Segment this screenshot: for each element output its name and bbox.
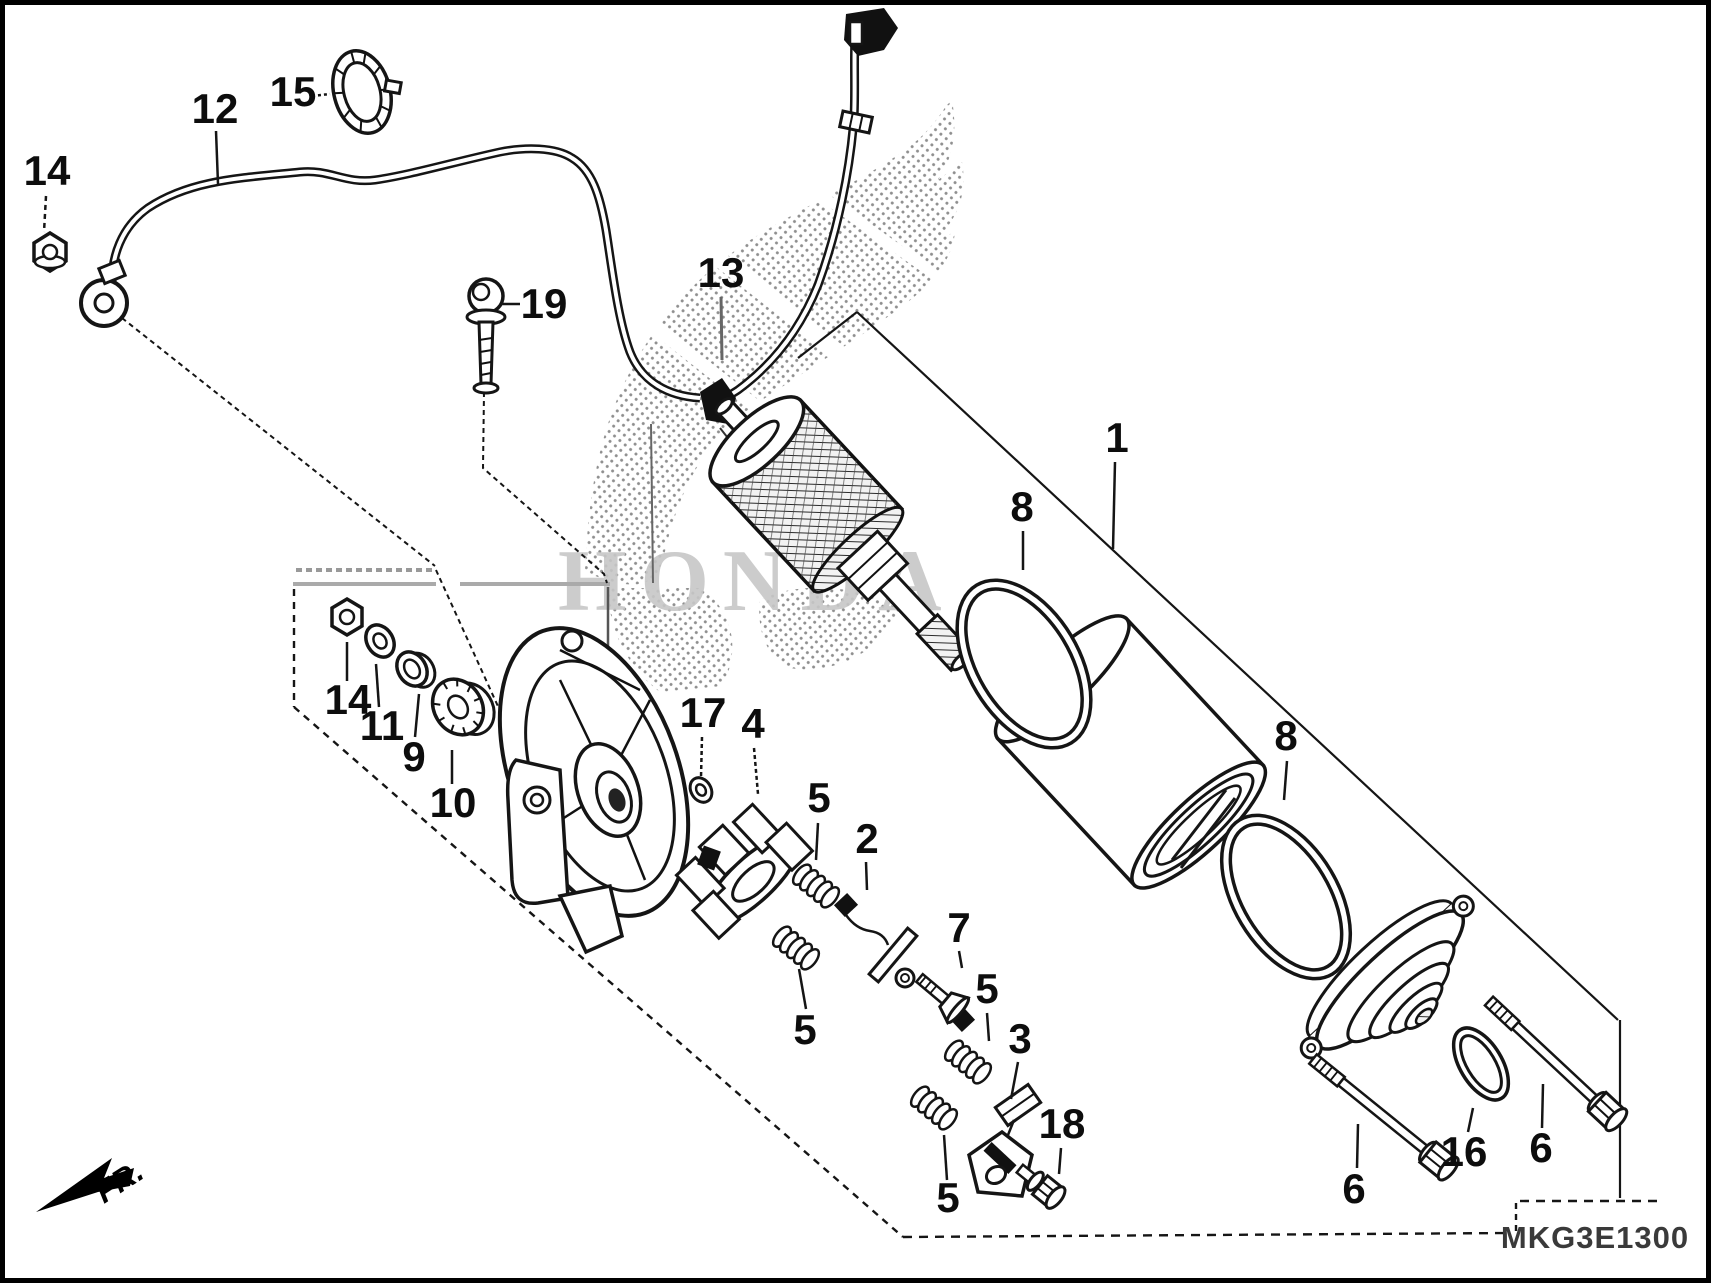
callout-5: 5 — [936, 1174, 959, 1221]
o-ring-small — [1451, 1026, 1511, 1102]
callout-19: 19 — [521, 280, 568, 327]
cable-holder — [967, 1082, 1043, 1198]
callout-15: 15 — [270, 68, 317, 115]
callout-leader-lines — [42, 92, 1545, 1181]
brush-spring — [771, 925, 821, 971]
diagram-code: MKG3E1300 — [1501, 1220, 1689, 1255]
terminal-bolt — [465, 277, 507, 395]
terminal-nut-lower — [330, 596, 364, 638]
coupler — [430, 677, 496, 737]
callout-4: 4 — [741, 700, 765, 747]
callout-18: 18 — [1039, 1100, 1086, 1147]
brush-spring — [943, 1039, 993, 1085]
brush-spring — [791, 863, 841, 909]
fr-arrow-icon — [36, 1158, 134, 1212]
callout-5: 5 — [793, 1006, 816, 1053]
callout-labels: 14 12 15 19 13 1 8 8 17 4 5 2 7 5 5 3 5 … — [24, 68, 1553, 1221]
flat-screw — [914, 972, 971, 1026]
bushing — [395, 650, 437, 689]
small-bolt — [1014, 1162, 1067, 1210]
cable-clamp — [331, 49, 403, 135]
cable-band — [837, 109, 875, 135]
through-bolt — [1307, 1052, 1460, 1182]
callout-9: 9 — [402, 733, 425, 780]
washer — [364, 623, 396, 659]
callout-2: 2 — [855, 815, 878, 862]
callout-14: 14 — [325, 676, 372, 723]
rear-end-cover — [1299, 894, 1475, 1060]
through-bolt — [1483, 994, 1629, 1133]
callout-1: 1 — [1105, 414, 1128, 461]
front-direction-indicator: FR. — [36, 1153, 150, 1212]
callout-11: 11 — [360, 702, 404, 749]
leader-lines — [121, 311, 1662, 1239]
callout-5: 5 — [807, 774, 830, 821]
callout-16: 16 — [1441, 1128, 1488, 1175]
callout-10: 10 — [430, 779, 477, 826]
callout-6: 6 — [1342, 1165, 1365, 1212]
callout-5: 5 — [975, 965, 998, 1012]
small-nut — [688, 776, 714, 804]
terminal-nut-top — [32, 230, 68, 274]
armature — [708, 395, 974, 673]
callout-17: 17 — [680, 689, 727, 736]
front-end-cover — [497, 626, 691, 955]
battery-cable — [79, 144, 701, 403]
callout-3: 3 — [1008, 1015, 1031, 1062]
callout-7: 7 — [947, 904, 970, 951]
callout-12: 12 — [192, 85, 239, 132]
fr-label: FR. — [89, 1153, 150, 1210]
o-ring-large — [955, 578, 1093, 750]
carbon-brush-set — [833, 893, 976, 1032]
callout-14: 14 — [24, 147, 71, 194]
callout-8: 8 — [1274, 712, 1297, 759]
brush-holder-terminal — [697, 845, 721, 871]
callout-13: 13 — [698, 249, 745, 296]
callout-8: 8 — [1010, 483, 1033, 530]
callout-6: 6 — [1529, 1124, 1552, 1171]
o-ring-large — [1219, 813, 1353, 981]
brush-spring — [909, 1085, 959, 1131]
